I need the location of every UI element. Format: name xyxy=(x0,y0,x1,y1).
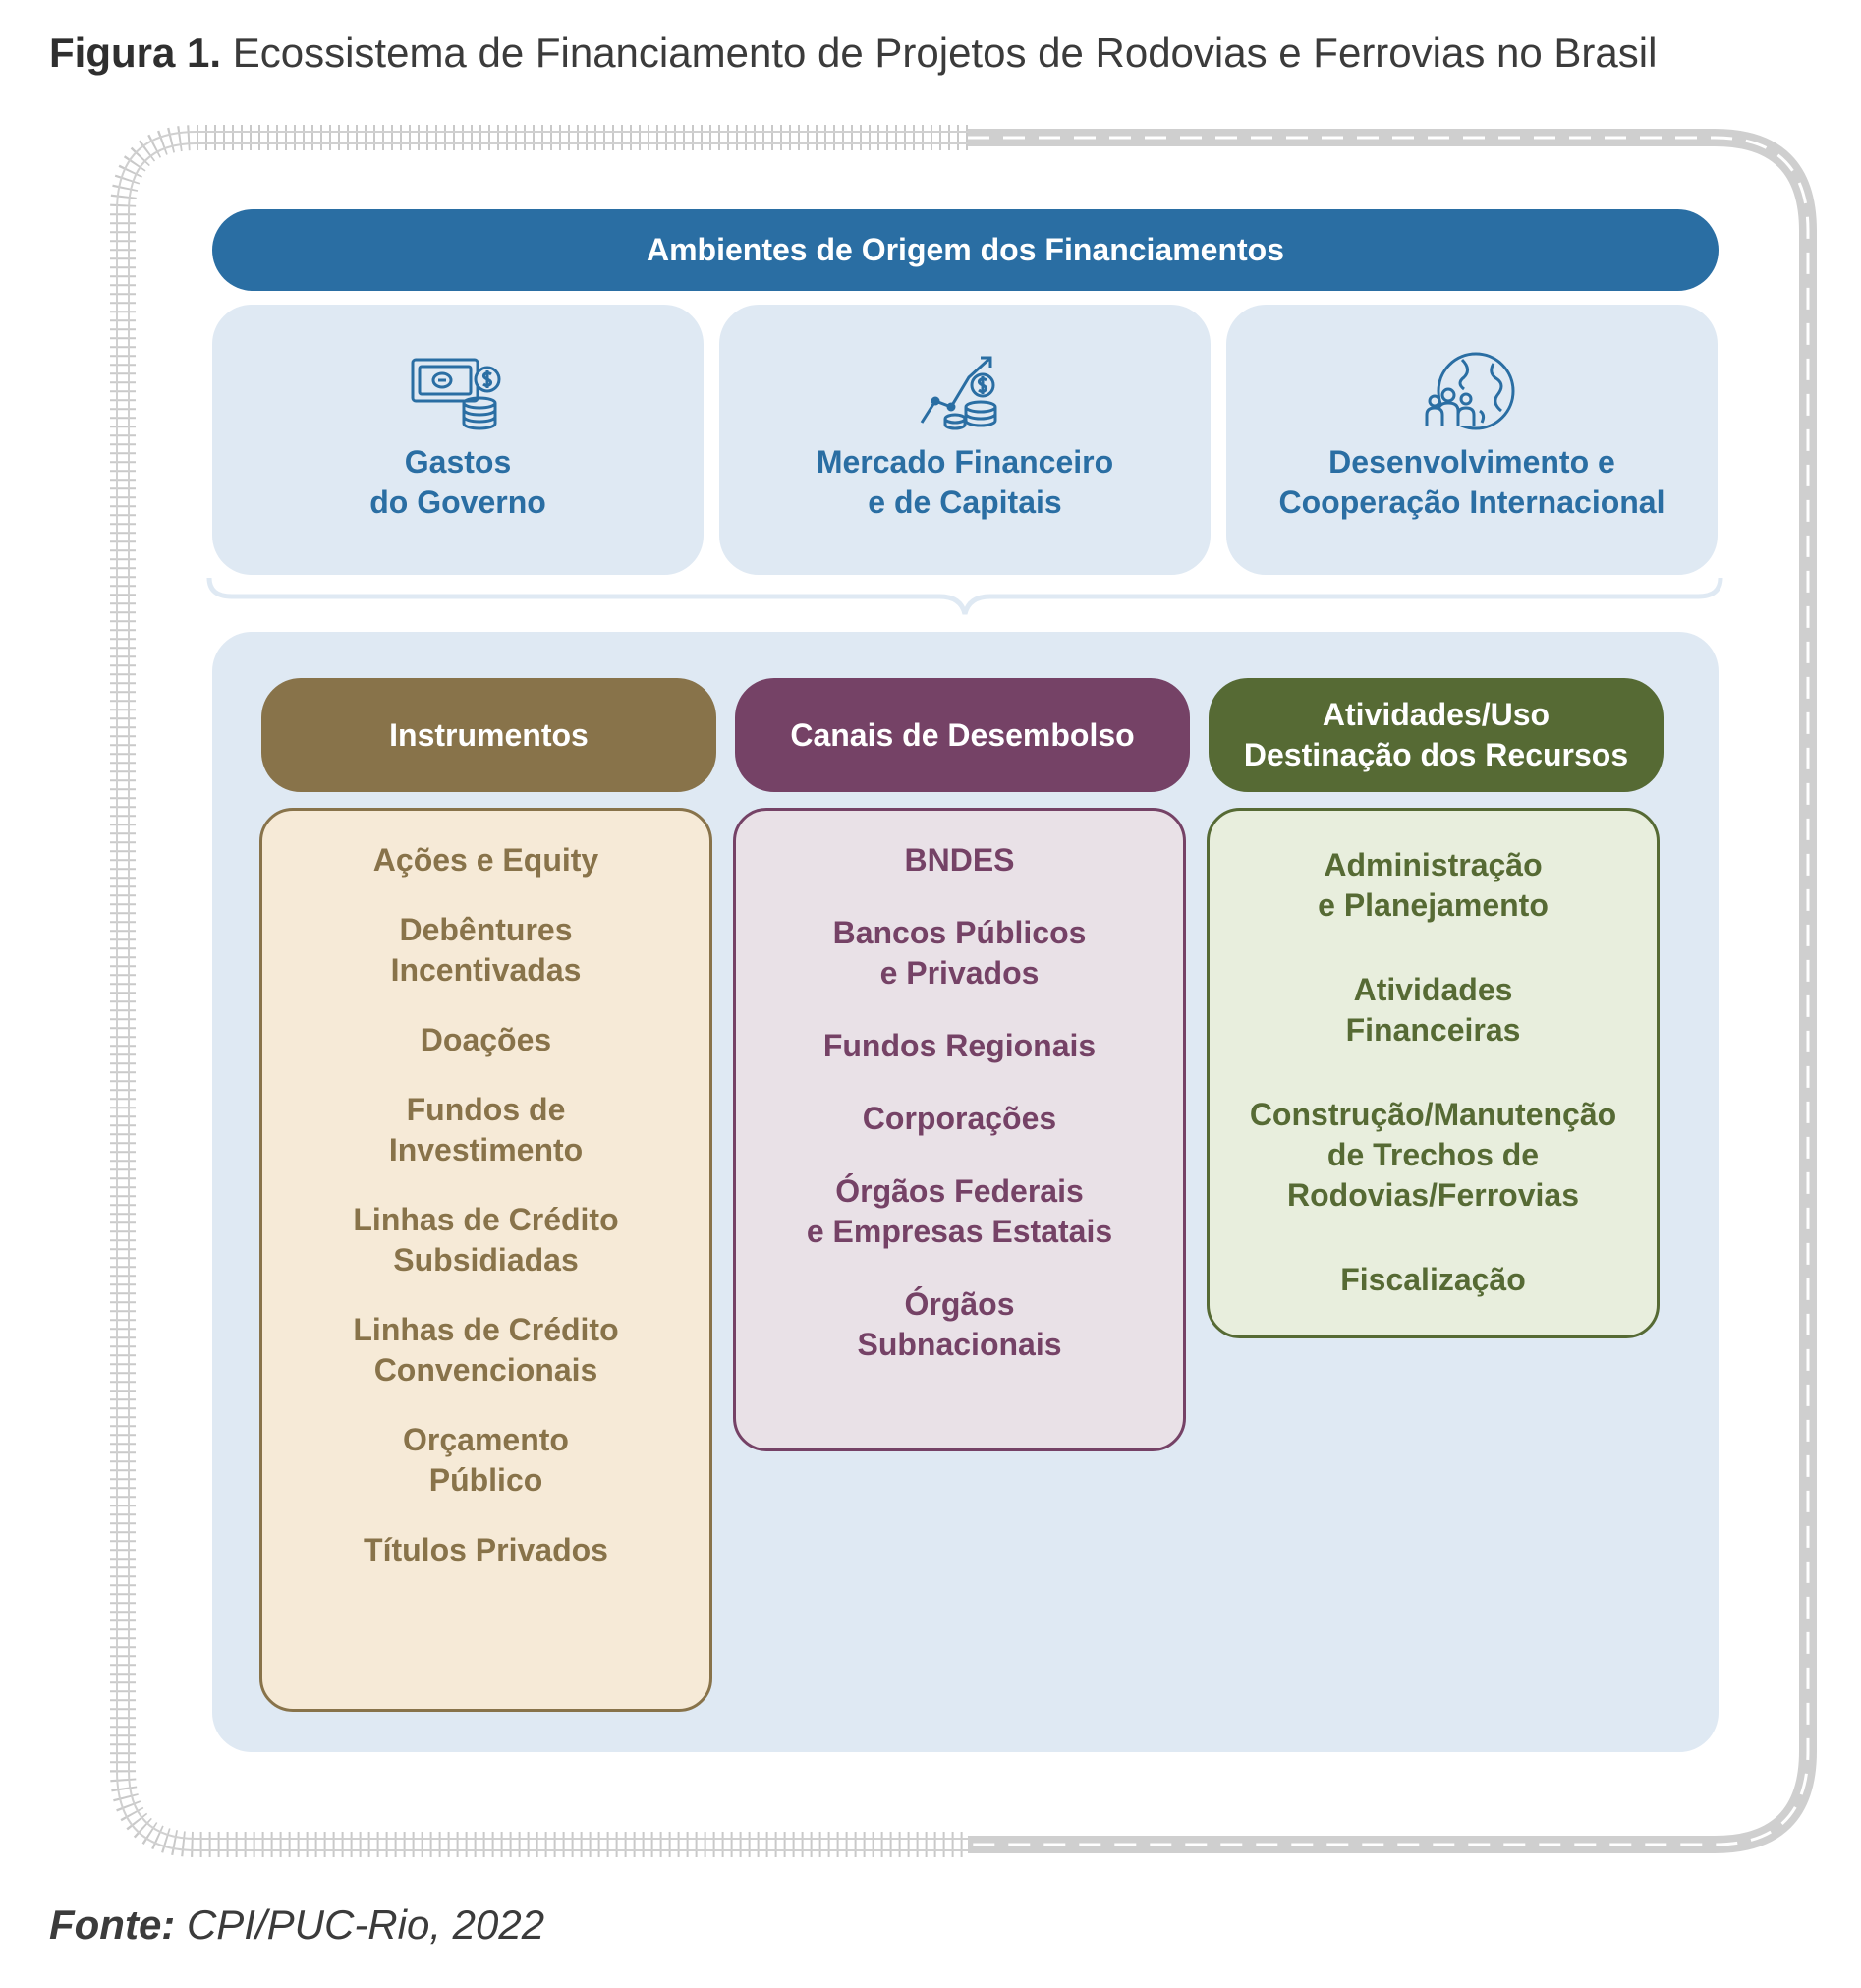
origin-card-government: Gastos do Governo xyxy=(212,305,704,575)
caption-text: Ecossistema de Financiamento de Projetos… xyxy=(221,29,1658,76)
list-item: Doações xyxy=(420,1022,552,1057)
origin-header: Ambientes de Origem dos Financiamentos xyxy=(212,209,1719,291)
growth-chart-coins-icon xyxy=(916,352,1014,430)
source-note: Fonte: CPI/PUC-Rio, 2022 xyxy=(49,1902,544,1949)
column-header-canais: Canais de Desembolso xyxy=(735,678,1190,792)
caption-label: Figura 1. xyxy=(49,29,222,76)
source-label: Fonte: xyxy=(49,1902,176,1948)
list-item: Ações e Equity xyxy=(372,842,599,878)
list-item: BNDES xyxy=(904,842,1015,878)
curly-brace-connector xyxy=(206,577,1723,615)
globe-people-icon xyxy=(1423,352,1521,430)
column-header-instrumentos: Instrumentos xyxy=(261,678,716,792)
origin-card-label: Gastos do Governo xyxy=(369,444,546,520)
origin-card-label: Desenvolvimento e Cooperação Internacion… xyxy=(1278,444,1665,520)
origin-card-financial-market: Mercado Financeiro e de Capitais xyxy=(719,305,1211,575)
list-item: Títulos Privados xyxy=(364,1532,608,1567)
source-text: CPI/PUC-Rio, 2022 xyxy=(175,1902,545,1948)
list-item: Fundos Regionais xyxy=(822,1028,1097,1063)
money-coins-icon xyxy=(409,352,507,430)
list-item: Fiscalização xyxy=(1340,1262,1526,1297)
column-header-atividades: Atividades/Uso Destinação dos Recursos xyxy=(1209,678,1664,792)
origin-card-development: Desenvolvimento e Cooperação Internacion… xyxy=(1226,305,1718,575)
list-item: Corporações xyxy=(862,1101,1057,1136)
origin-card-label: Mercado Financeiro e de Capitais xyxy=(816,444,1114,520)
figure-caption: Figura 1. Ecossistema de Financiamento d… xyxy=(49,29,1657,77)
